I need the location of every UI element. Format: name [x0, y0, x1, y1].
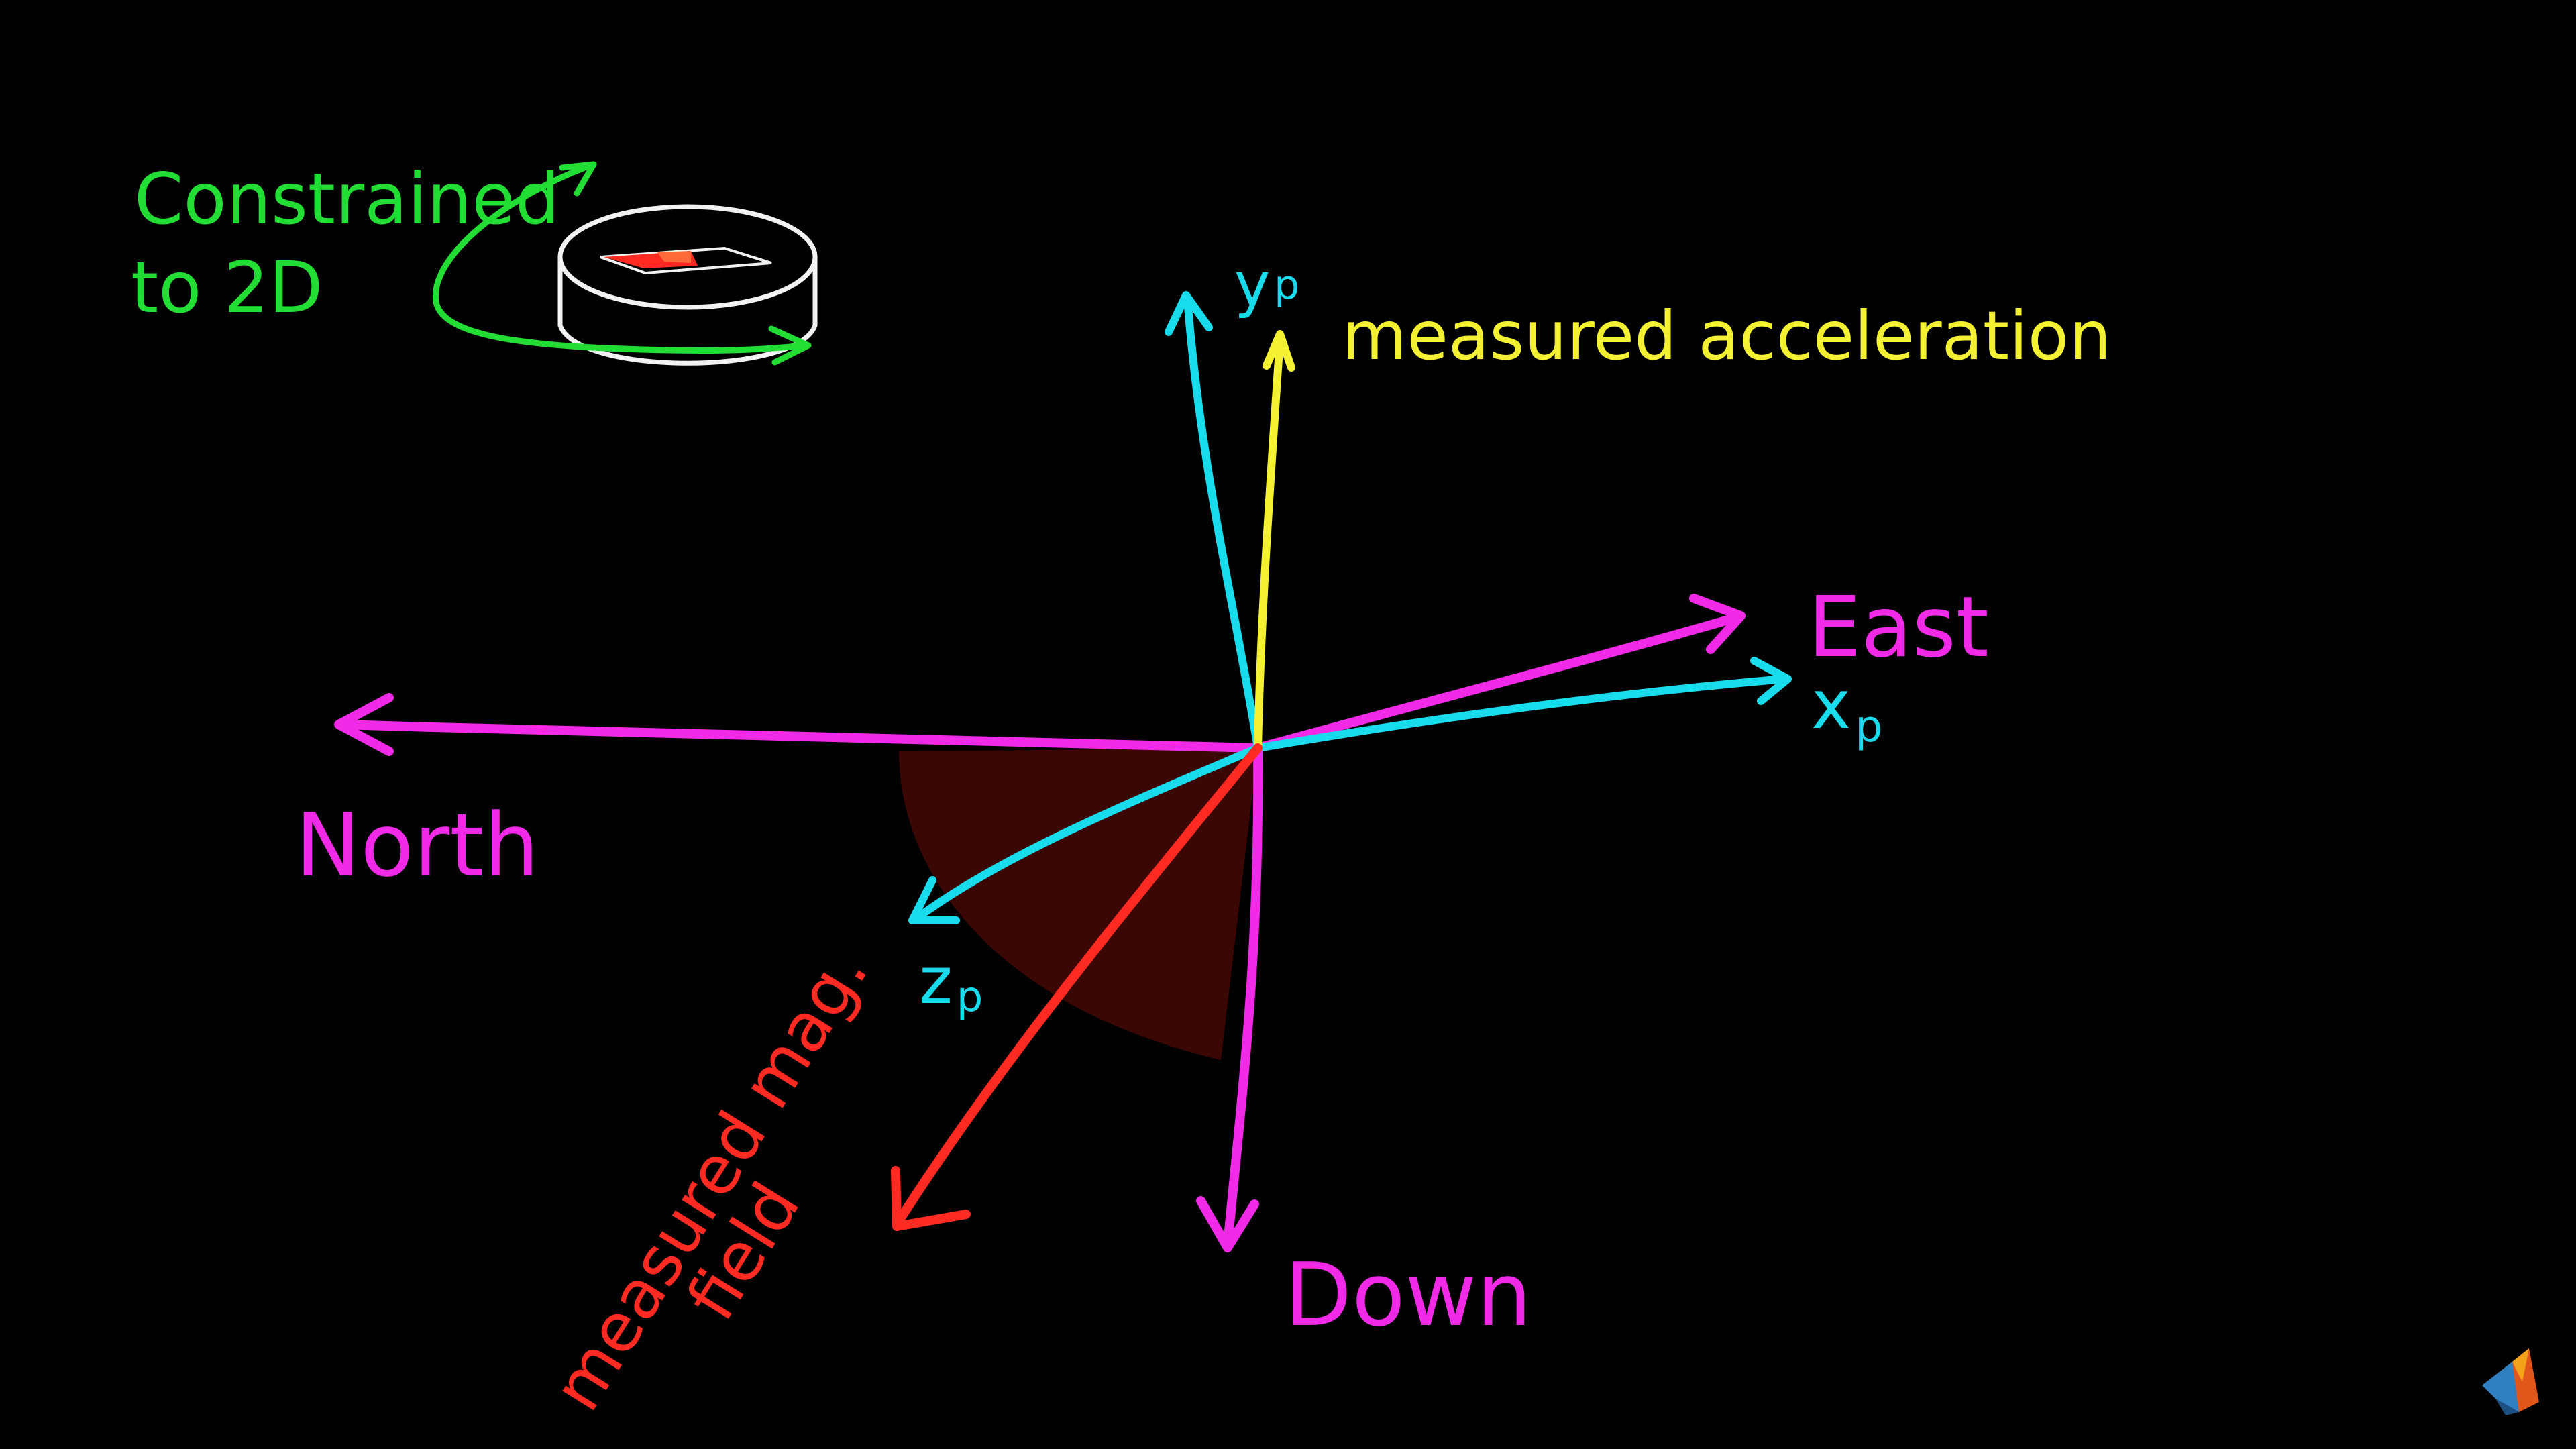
measured-acceleration-label: measured acceleration — [1342, 297, 2111, 375]
x-axis-label: xp — [1811, 665, 1882, 752]
down-label: Down — [1285, 1244, 1532, 1346]
east-label: East — [1808, 579, 1989, 676]
compass-puck-icon — [557, 204, 818, 366]
angle-wedge — [899, 748, 1258, 1060]
east-axis — [1253, 594, 1746, 753]
z-body-axis — [908, 744, 1262, 924]
y-body-axis — [1165, 291, 1262, 752]
constrained-label-line2: to 2D — [131, 247, 323, 329]
measured-mag-field-arrow — [891, 743, 1263, 1231]
measured-mag-label-line1: measured mag. — [537, 936, 883, 1424]
north-axis — [334, 693, 1263, 756]
z-axis-label: zp — [919, 945, 983, 1021]
north-label: North — [295, 794, 539, 896]
rotation-arrow — [432, 161, 812, 366]
measured-acceleration-arrow — [1254, 330, 1295, 752]
constrained-label-line1: Constrained — [134, 158, 559, 240]
down-axis — [1196, 743, 1263, 1252]
x-body-axis — [1254, 657, 1792, 752]
matlab-membrane-logo-icon — [2482, 1348, 2539, 1415]
